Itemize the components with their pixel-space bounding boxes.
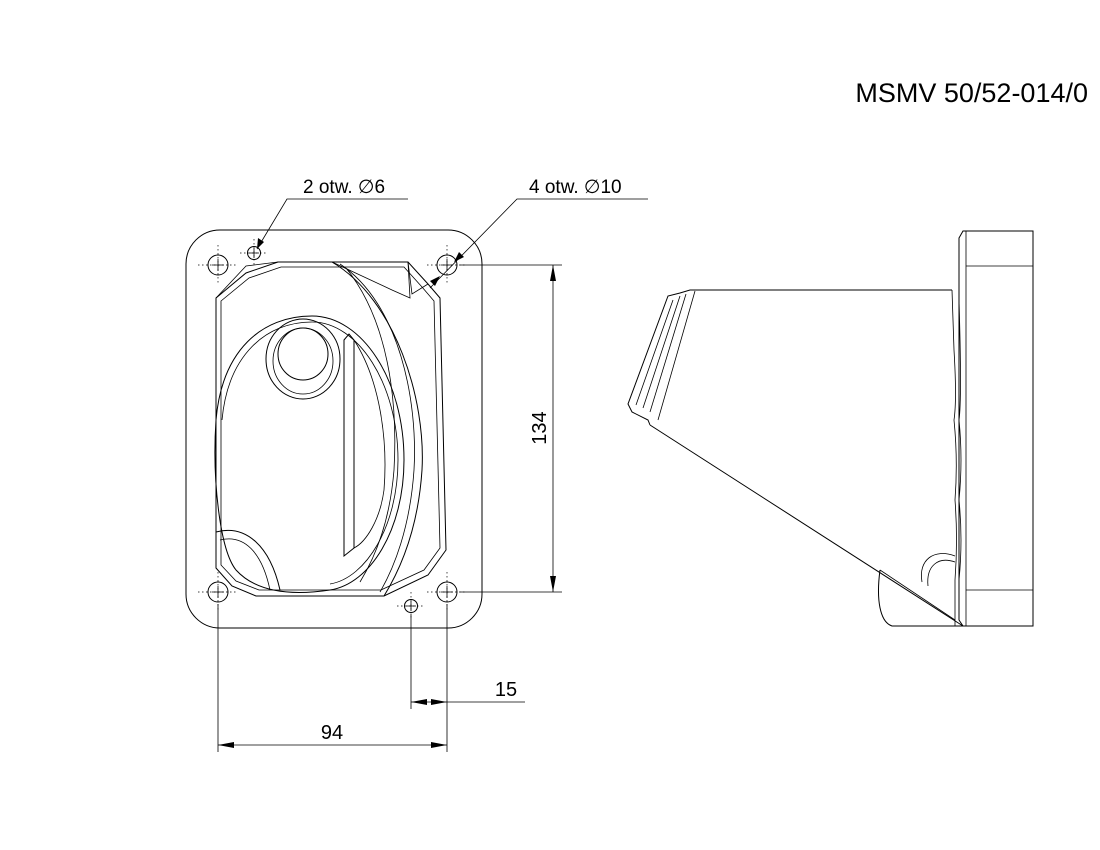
- flange-outline: [185, 229, 483, 629]
- side-body-slope-inner: [879, 569, 956, 621]
- side-plate-outline: [958, 230, 1034, 627]
- dim-134-arrow-bottom: [550, 576, 556, 592]
- rib-mid: [339, 263, 415, 593]
- dim-94-extension: [217, 604, 448, 752]
- dim-94-arrow-left: [218, 742, 234, 748]
- chamfer-right: [407, 261, 429, 295]
- gland-ring-3: [649, 293, 687, 413]
- front-view: 2 otw. ∅6 4 otw. ∅10 134 94 15: [185, 177, 648, 752]
- oval-bulge-inner: [221, 321, 399, 585]
- dim-15-label: 15: [495, 679, 517, 701]
- lower-relief-inner: [219, 538, 271, 591]
- rib-inner: [345, 267, 396, 583]
- dim-134-label: 134: [529, 411, 551, 444]
- callout-small-holes: 2 otw. ∅6: [303, 177, 385, 198]
- mounting-hole-bottom-right: [427, 572, 467, 612]
- gland-ring-2: [642, 295, 681, 409]
- dim-15-arrow-right: [431, 699, 447, 705]
- cable-entry-outer: [265, 318, 341, 400]
- small-hole-bottom: [397, 592, 425, 620]
- dim-94-arrow-right: [431, 742, 447, 748]
- chamfer-left: [215, 261, 279, 299]
- side-boss: [920, 553, 956, 583]
- leader-large-holes: [429, 198, 648, 289]
- side-body-slope: [649, 424, 964, 627]
- small-hole-top: [240, 239, 268, 267]
- leader-large-holes-arrow-1: [454, 252, 464, 262]
- side-body-edge-2: [958, 299, 962, 581]
- callout-large-holes: 4 otw. ∅10: [529, 177, 622, 198]
- vertical-fin-curve: [353, 339, 386, 549]
- cable-entry-mid: [272, 327, 334, 395]
- dim-134-arrow-top: [550, 265, 556, 281]
- mounting-hole-top-left: [198, 245, 238, 285]
- side-boss-2: [927, 560, 956, 587]
- dim-94-label: 94: [321, 722, 343, 744]
- leader-small-holes-arrow: [257, 238, 264, 249]
- housing-outline: [215, 261, 447, 597]
- lower-relief: [215, 530, 281, 591]
- vertical-fin: [343, 333, 355, 558]
- leader-large-holes-arrow-2: [430, 276, 440, 286]
- side-view: [627, 230, 1034, 627]
- gland-outline: [627, 289, 703, 426]
- cable-entry-inner: [277, 327, 329, 381]
- rib-top-bevel: [331, 261, 411, 299]
- side-foot: [878, 569, 963, 627]
- drawing-title: MSMV 50/52-014/0: [855, 78, 1088, 108]
- dim-134-extension: [460, 264, 562, 593]
- oval-bulge: [214, 315, 405, 594]
- rib-outer: [331, 261, 423, 597]
- dim-15-arrow-left: [411, 699, 427, 705]
- side-body-edge: [951, 289, 957, 626]
- housing-inner-outline: [220, 266, 441, 591]
- gland-ring-4: [657, 290, 696, 421]
- gland-ring-1: [635, 299, 674, 406]
- leader-small-holes: [256, 198, 408, 250]
